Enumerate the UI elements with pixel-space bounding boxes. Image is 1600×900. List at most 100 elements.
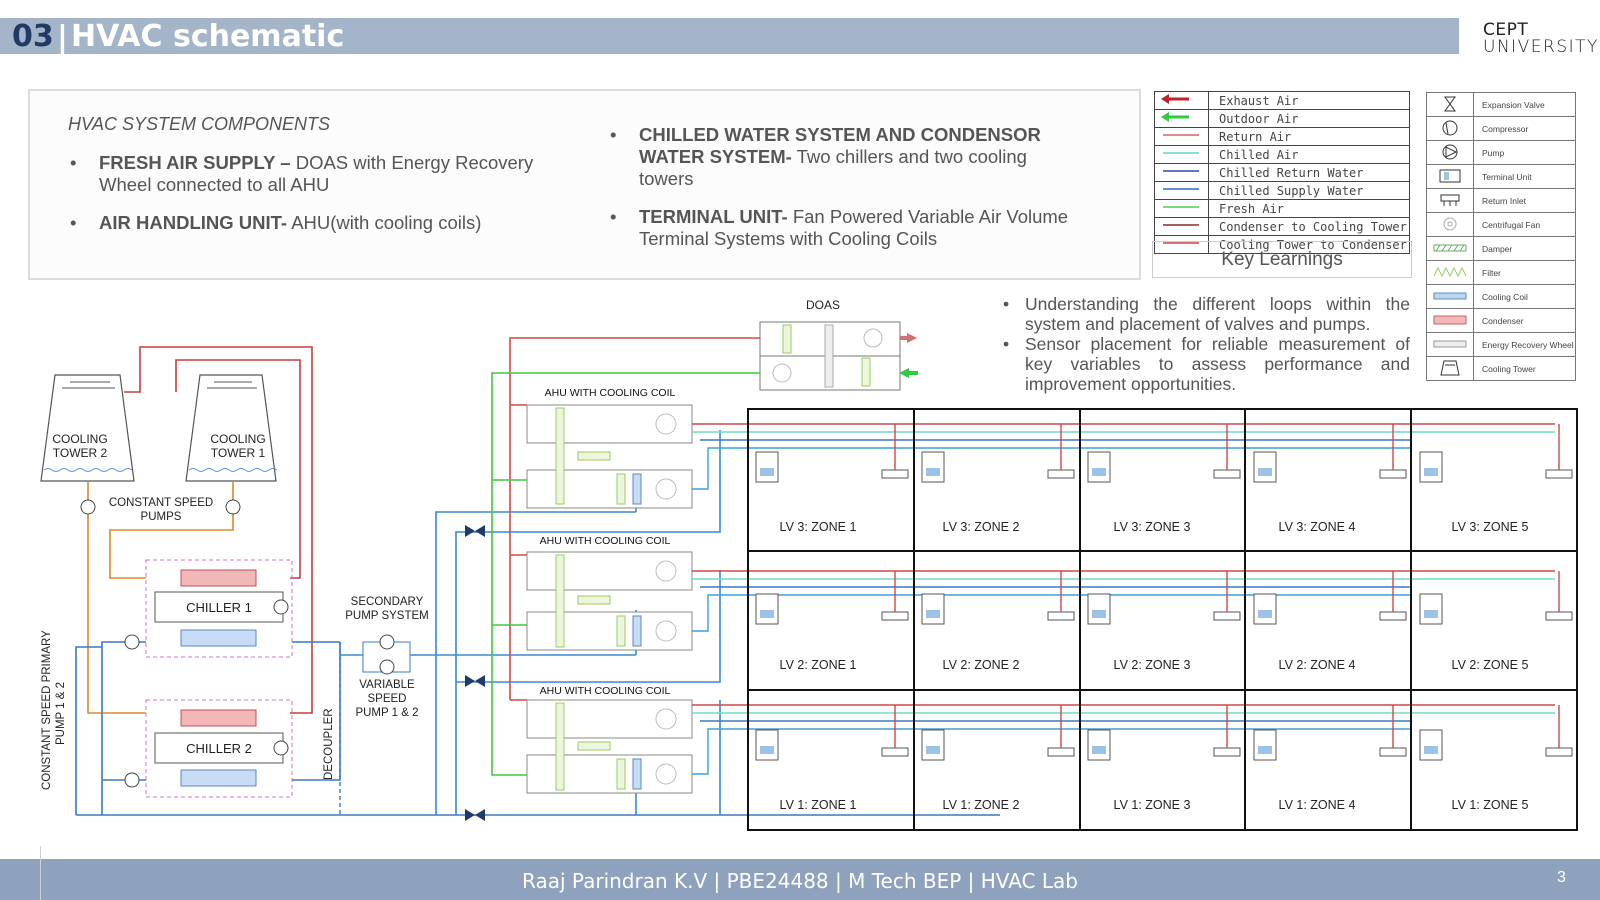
terminal-unit-icon — [1087, 729, 1111, 761]
ahu-level-2: AHU WITH COOLING COIL — [526, 535, 693, 651]
component-item-text: Two chillers and two cooling towers — [639, 146, 1027, 189]
doas-label: DOAS — [806, 298, 840, 312]
zone-label: LV 1: ZONE 1 — [780, 798, 857, 812]
zone-label: LV 1: ZONE 4 — [1279, 798, 1356, 812]
symbol-label: Pump — [1473, 140, 1576, 165]
ahu-label: AHU WITH COOLING COIL — [545, 387, 676, 399]
component-item: • TERMINAL UNIT- Fan Powered Variable Ai… — [610, 206, 1079, 250]
header-bar — [0, 18, 1459, 54]
legend-label: Outdoor Air — [1208, 109, 1410, 128]
chiller-1: CHILLER 1 — [145, 559, 293, 658]
terminal-unit-icon — [1253, 451, 1277, 483]
zone-label: LV 1: ZONE 3 — [1114, 798, 1191, 812]
energy-recovery-wheel-icon — [1433, 340, 1467, 347]
chilled-air-line — [1163, 152, 1199, 154]
symbol-row: Pump — [1426, 140, 1576, 165]
return-inlet-icon — [1379, 469, 1407, 479]
component-item-text: DOAS with Energy Recovery Wheel connecte… — [99, 152, 534, 195]
legend-row: Return Air — [1154, 127, 1410, 146]
zone-label: LV 2: ZONE 5 — [1452, 658, 1529, 672]
tower-1-label-1: COOLING — [210, 432, 265, 446]
return-inlet-icon — [1213, 747, 1241, 757]
pump-icon — [124, 634, 140, 650]
terminal-unit-icon — [755, 451, 779, 483]
key-learnings-title: Key Learnings — [1152, 241, 1412, 278]
symbol-row: Damper — [1426, 236, 1576, 261]
chiller-1-label: CHILLER 1 — [186, 600, 252, 615]
centrifugal-fan-icon — [1443, 217, 1457, 230]
bullet: • — [70, 152, 77, 173]
terminal-unit-icon — [1439, 169, 1461, 182]
symbol-label: Centrifugal Fan — [1473, 212, 1576, 237]
return-drops — [894, 424, 1560, 748]
primary-pump-label-1: CONSTANT SPEED PRIMARY — [41, 630, 53, 790]
legend-row: Exhaust Air — [1154, 91, 1410, 110]
symbol-label: Return Inlet — [1473, 188, 1576, 213]
secondary-pump-label-2: PUMP SYSTEM — [345, 610, 429, 622]
return-air-trunk — [509, 337, 760, 701]
zone-label: LV 3: ZONE 3 — [1114, 520, 1191, 534]
symbol-label: Damper — [1473, 236, 1576, 261]
fresh-air-trunk — [491, 372, 760, 776]
zone-label: LV 1: ZONE 5 — [1452, 798, 1529, 812]
legend-row: Condenser to Cooling Tower — [1154, 217, 1410, 236]
compressor-icon — [273, 599, 289, 615]
pump-icon — [80, 499, 96, 515]
zone-label: LV 2: ZONE 4 — [1279, 658, 1356, 672]
decoupler-label: DECOUPLER — [323, 708, 335, 780]
zone-labels: LV 3: ZONE 1 LV 3: ZONE 2 LV 3: ZONE 3 L… — [780, 520, 1529, 812]
legend-label: Exhaust Air — [1208, 91, 1410, 110]
cooling-tower-1: COOLING TOWER 1 — [185, 374, 278, 482]
bullet: • — [1003, 294, 1010, 314]
return-inlet-icon — [1047, 469, 1075, 479]
page-number: 3 — [1557, 869, 1566, 886]
page-title: HVAC schematic — [71, 19, 345, 54]
logo-line1: CEPT — [1483, 20, 1529, 40]
terminal-unit-icon — [1419, 451, 1443, 483]
legend-row: Chilled Supply Water — [1154, 181, 1410, 200]
return-inlet-icon — [881, 469, 909, 479]
logo-line2: UNIVERSITY — [1483, 37, 1599, 57]
bullet: • — [70, 212, 77, 233]
pump-icon — [379, 634, 395, 650]
return-inlet-icon — [1047, 747, 1075, 757]
return-inlet-icon — [1213, 611, 1241, 621]
components-panel — [28, 89, 1141, 280]
return-inlet-icon — [1545, 469, 1573, 479]
symbol-label: Terminal Unit — [1473, 164, 1576, 189]
university-logo: CEPT UNIVERSITY — [1483, 22, 1599, 56]
cooling-tower-2: COOLING TOWER 2 — [40, 374, 135, 482]
cooling-tower-icon — [1440, 360, 1460, 375]
learning-item: •Understanding the different loops withi… — [1003, 294, 1410, 334]
terminal-unit-icon — [1419, 593, 1443, 625]
condenser-return-pipes — [124, 346, 313, 714]
terminal-unit-icon — [1419, 729, 1443, 761]
valves — [465, 525, 485, 821]
terminal-unit-icon — [921, 729, 945, 761]
cooling-coil-icon — [1433, 292, 1467, 299]
hvac-schematic: COOLING TOWER 2 COOLING TOWER 1 CONSTANT… — [40, 298, 1578, 831]
component-item: • CHILLED WATER SYSTEM AND CONDENSOR WAT… — [610, 124, 1079, 190]
legend-label: Chilled Return Water — [1208, 163, 1410, 182]
component-item-bold: CHILLED WATER SYSTEM AND CONDENSOR WATER… — [639, 124, 1041, 167]
component-item: • AIR HANDLING UNIT- AHU(with cooling co… — [70, 212, 559, 234]
return-inlet-icon — [1379, 747, 1407, 757]
pump-icon — [124, 772, 140, 788]
components-title: HVAC SYSTEM COMPONENTS — [68, 114, 331, 134]
variable-pump-label-3: PUMP 1 & 2 — [355, 707, 418, 719]
tower-2-label-1: COOLING — [52, 432, 107, 446]
zone-label: LV 1: ZONE 2 — [943, 798, 1020, 812]
legend-row: Chilled Return Water — [1154, 163, 1410, 182]
doas-unit — [759, 321, 918, 391]
symbol-label: Compressor — [1473, 116, 1576, 141]
zone-label: LV 2: ZONE 3 — [1114, 658, 1191, 672]
outdoor-arrow-icon — [1161, 112, 1189, 122]
symbol-row: Compressor — [1426, 116, 1576, 141]
ahu-label: AHU WITH COOLING COIL — [540, 685, 671, 697]
ahu-level-3: AHU WITH COOLING COIL — [526, 387, 693, 509]
terminal-unit-icon — [755, 729, 779, 761]
tower-to-condenser-line — [1163, 242, 1199, 244]
ahu-label: AHU WITH COOLING COIL — [540, 535, 671, 547]
pump-icon — [225, 499, 241, 515]
return-air-line — [1163, 134, 1199, 136]
